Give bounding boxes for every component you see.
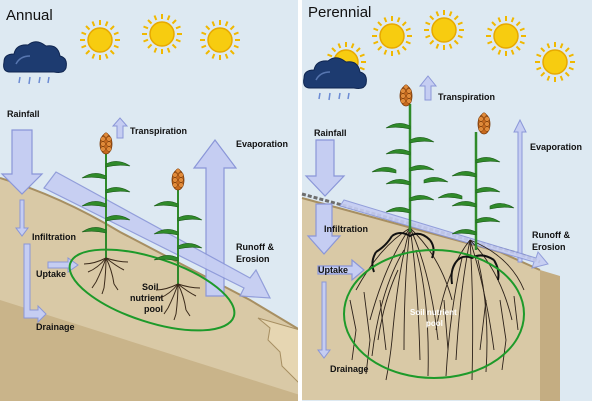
panel-divider	[298, 0, 302, 401]
perennial-deep-roots	[349, 227, 525, 381]
perennial-title: Perennial	[308, 4, 371, 21]
annual-panel: Annual Rainfall Evaporation Runoff & Ero…	[0, 0, 302, 401]
annual-infiltration-label: Infiltration	[32, 232, 76, 242]
annual-evaporation-label: Evaporation	[236, 139, 288, 149]
perennial-uptake-label: Uptake	[318, 265, 348, 275]
drainage-arrow	[317, 281, 331, 359]
perennial-soil-edge	[540, 270, 560, 401]
runoff-arrow	[339, 199, 549, 269]
perennial-crown-roots	[371, 232, 500, 285]
transpiration-arrow	[111, 117, 129, 139]
annual-subsoil	[0, 300, 300, 401]
perennial-transpiration-label: Transpiration	[438, 92, 495, 102]
perennial-panel: Perennial Rainfall Transpiration Evapora…	[301, 0, 592, 401]
perennial-soil-nutrient-pool	[343, 249, 525, 379]
perennial-rainfall-label: Rainfall	[314, 128, 347, 138]
annual-runoff-label-1: Runoff &	[236, 242, 274, 252]
perennial-evaporation-label: Evaporation	[530, 142, 582, 152]
rainfall-arrow	[304, 139, 346, 197]
perennial-plant	[437, 112, 515, 250]
annual-title: Annual	[6, 7, 53, 24]
uptake-arrow	[317, 258, 365, 282]
perennial-drainage-label: Drainage	[330, 364, 369, 374]
infiltration-arrow	[15, 199, 29, 237]
annual-pool-label-1: Soil	[142, 282, 159, 292]
perennial-runoff-label-1: Runoff &	[532, 230, 570, 240]
infiltration-arrow	[306, 203, 342, 255]
perennial-plant	[371, 84, 449, 232]
annual-runoff-label-2: Erosion	[236, 254, 270, 264]
drainage-arrow	[23, 243, 47, 324]
evaporation-arrow	[513, 118, 527, 263]
perennial-pool-label-2: pool	[426, 319, 443, 328]
annual-pool-label-3: pool	[144, 304, 163, 314]
perennial-pool-label-1: Soil nutrient	[410, 308, 457, 317]
evaporation-arrow	[192, 139, 238, 297]
annual-uptake-label: Uptake	[36, 269, 66, 279]
rainfall-arrow	[0, 129, 44, 195]
annual-pool-label-2: nutrient	[130, 293, 164, 303]
perennial-infiltration-label: Infiltration	[324, 224, 368, 234]
annual-plant	[153, 168, 203, 321]
annual-drainage-label: Drainage	[36, 322, 75, 332]
transpiration-arrow	[418, 75, 438, 101]
annual-soil-nutrient-pool	[68, 248, 236, 332]
annual-rainfall-label: Rainfall	[7, 109, 40, 119]
annual-plant	[81, 132, 131, 295]
annual-transpiration-label: Transpiration	[130, 126, 187, 136]
perennial-runoff-label-2: Erosion	[532, 242, 566, 252]
